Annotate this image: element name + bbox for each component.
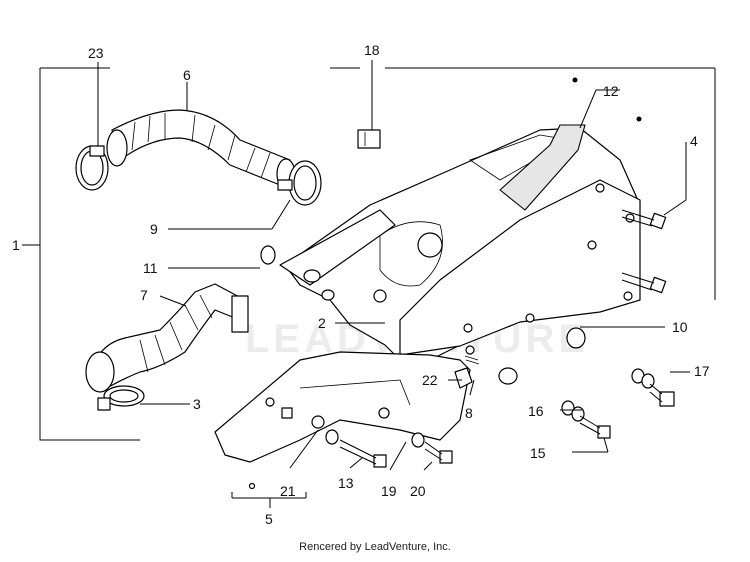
hose-clamp-9 bbox=[277, 160, 322, 206]
callout-15: 15 bbox=[530, 445, 546, 461]
callout-19: 19 bbox=[381, 483, 397, 499]
callout-10: 10 bbox=[672, 319, 688, 335]
intake-hose bbox=[106, 109, 296, 190]
callout-12: 12 bbox=[603, 83, 619, 99]
callout-5: 5 bbox=[265, 511, 273, 527]
callout-7: 7 bbox=[140, 287, 148, 303]
callout-6: 6 bbox=[183, 67, 191, 83]
bolt-13 bbox=[325, 429, 387, 468]
assembly-bracket bbox=[22, 67, 716, 441]
intake-duct bbox=[85, 283, 249, 393]
callout-13: 13 bbox=[338, 475, 354, 491]
callout-4: 4 bbox=[690, 133, 698, 149]
indicator-dots bbox=[572, 77, 642, 122]
callout-8: 8 bbox=[465, 405, 473, 421]
air-box-housing bbox=[284, 127, 641, 371]
bolt-4 bbox=[621, 209, 667, 230]
callout-18: 18 bbox=[364, 42, 380, 58]
callout-23: 23 bbox=[88, 45, 104, 61]
callouts: 1 2 3 4 5 6 7 8 9 10 11 12 13 15 16 17 1… bbox=[12, 42, 710, 527]
footer-credit: Rencered by LeadVenture, Inc. bbox=[299, 541, 451, 553]
filter-element bbox=[499, 124, 586, 211]
callout-9: 9 bbox=[150, 221, 158, 237]
nut-22 bbox=[454, 355, 480, 389]
bolts bbox=[325, 209, 675, 468]
bolt-4b bbox=[621, 272, 667, 294]
callout-11: 11 bbox=[143, 260, 158, 276]
side-cover bbox=[214, 351, 471, 490]
bolt-17 bbox=[649, 383, 675, 407]
callout-1: 1 bbox=[12, 237, 20, 253]
callout-21: 21 bbox=[280, 483, 296, 499]
grommets bbox=[498, 327, 655, 422]
callout-20: 20 bbox=[410, 483, 426, 499]
mount-bracket bbox=[260, 209, 396, 301]
bolt-15 bbox=[579, 415, 611, 439]
callout-17: 17 bbox=[694, 363, 710, 379]
callout-3: 3 bbox=[193, 396, 201, 412]
leader-lines bbox=[97, 60, 690, 508]
hose-clamp-23 bbox=[75, 145, 109, 191]
callout-2: 2 bbox=[318, 315, 326, 331]
bolt-20 bbox=[411, 432, 453, 464]
callout-16: 16 bbox=[528, 403, 544, 419]
hose-clamp-3 bbox=[97, 385, 145, 411]
clip-18 bbox=[357, 129, 381, 149]
callout-22: 22 bbox=[422, 372, 438, 388]
